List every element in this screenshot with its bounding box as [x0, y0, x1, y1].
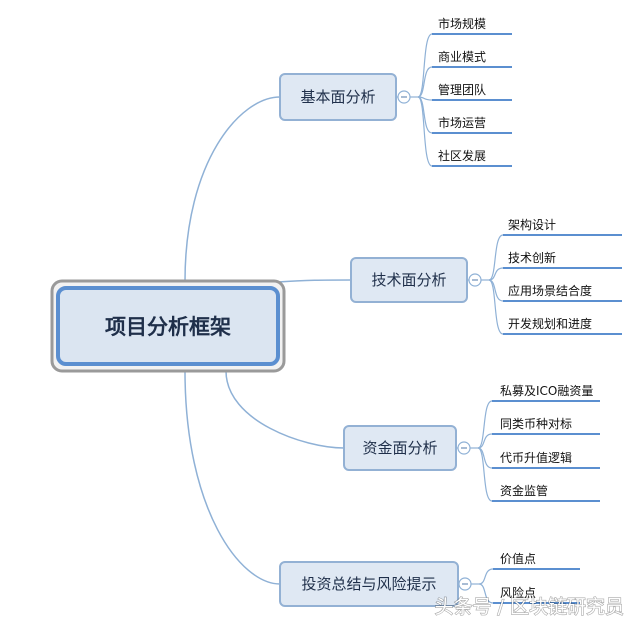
leaf-node[interactable]: 市场规模 [417, 16, 512, 98]
leaf-label: 管理团队 [438, 82, 486, 97]
leaf-connector [417, 66, 433, 98]
root-connector [184, 370, 281, 585]
leaf-label: 代币升值逻辑 [500, 450, 572, 465]
leaf-node[interactable]: 管理团队 [417, 82, 512, 101]
leaf-connector [477, 400, 493, 449]
leaf-node[interactable]: 架构设计 [488, 217, 622, 281]
connector-layer [184, 96, 352, 585]
leaf-connector [478, 583, 494, 604]
watermark: 头条号 / 区块链研究员 [435, 596, 624, 618]
leaf-label: 社区发展 [438, 148, 486, 163]
leaf-connector [417, 96, 433, 167]
leaf-connector [488, 279, 504, 335]
leaf-connector [417, 33, 433, 98]
leaf-connector [417, 96, 433, 134]
leaf-node[interactable]: 市场运营 [417, 96, 512, 134]
leaf-node[interactable]: 同类币种对标 [477, 417, 600, 449]
branch-label: 技术面分析 [371, 271, 446, 289]
leaf-node[interactable]: 私募及ICO融资量 [477, 384, 600, 449]
root-connector [184, 96, 281, 282]
minus-circle-icon[interactable] [468, 273, 482, 287]
minus-circle-icon[interactable] [458, 577, 472, 591]
leaf-label: 市场运营 [438, 115, 486, 130]
leaf-connector [488, 234, 504, 281]
leaf-node[interactable]: 商业模式 [417, 49, 512, 98]
leaf-label: 价值点 [500, 551, 536, 566]
leaf-connector [477, 447, 493, 502]
leaf-connector [488, 267, 504, 281]
branch-label: 投资总结与风险提示 [301, 575, 436, 593]
leaf-connector [477, 433, 493, 449]
leaf-label: 应用场景结合度 [508, 283, 592, 298]
leaf-node[interactable]: 技术创新 [488, 250, 622, 281]
leaf-label: 风险点 [500, 585, 536, 600]
root-node[interactable]: 项目分析框架 [50, 279, 286, 373]
leaf-node[interactable]: 开发规划和进度 [488, 279, 622, 335]
minus-circle-icon[interactable] [457, 441, 471, 455]
leaf-node[interactable]: 价值点 [478, 551, 580, 585]
leaf-node[interactable]: 代币升值逻辑 [477, 447, 600, 469]
branch-label: 基本面分析 [300, 88, 375, 106]
leaf-node[interactable]: 风险点 [478, 583, 580, 604]
leaf-label: 技术创新 [508, 250, 556, 265]
leaf-node[interactable]: 应用场景结合度 [488, 279, 622, 302]
root-connector [225, 370, 345, 449]
minus-circle-icon[interactable] [397, 90, 411, 104]
root-connector [277, 279, 352, 283]
leaf-label: 市场规模 [438, 16, 486, 31]
leaf-label: 私募及ICO融资量 [500, 384, 593, 398]
branch-label: 资金面分析 [362, 439, 437, 457]
leaf-node[interactable]: 社区发展 [417, 96, 512, 167]
leaf-label: 资金监管 [500, 483, 548, 498]
leaf-label: 开发规划和进度 [508, 316, 592, 331]
leaf-label: 架构设计 [508, 217, 556, 232]
leaf-label: 同类币种对标 [500, 417, 572, 431]
leaf-node[interactable]: 资金监管 [477, 447, 600, 502]
leaf-connector [478, 568, 494, 585]
leaf-label: 商业模式 [438, 49, 486, 64]
root-label: 项目分析框架 [105, 315, 231, 339]
root-box [56, 286, 280, 366]
